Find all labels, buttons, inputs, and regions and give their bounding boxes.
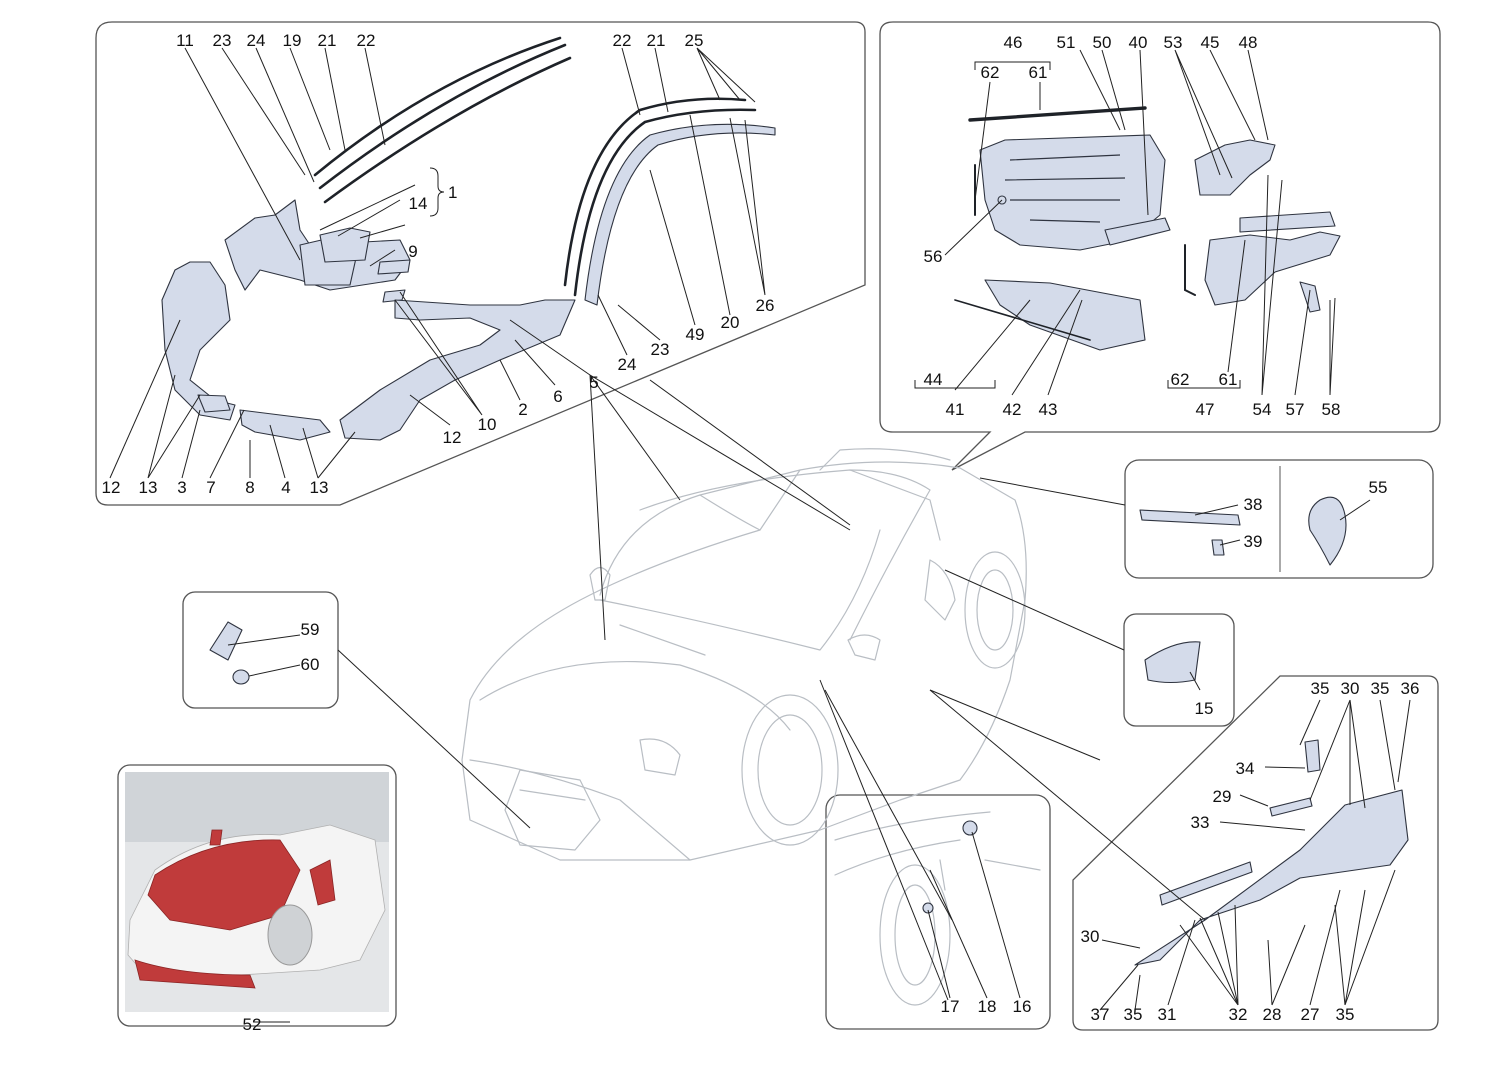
panel-sill <box>1072 675 1439 1031</box>
label-53: 53 <box>1164 33 1183 52</box>
label-54: 54 <box>1253 400 1272 419</box>
label-12: 12 <box>102 478 121 497</box>
label-61: 61 <box>1029 63 1048 82</box>
label-28: 28 <box>1263 1005 1282 1024</box>
label-62: 62 <box>981 63 1000 82</box>
label-11: 11 <box>176 31 194 50</box>
badge-parts <box>209 621 250 685</box>
label-7: 7 <box>206 478 215 497</box>
label-25: 25 <box>685 31 704 50</box>
panel-badge <box>182 591 339 709</box>
front-compartment-lining <box>161 199 576 441</box>
label-31: 31 <box>1158 1005 1177 1024</box>
label-24b: 24 <box>618 355 637 374</box>
label-45: 45 <box>1201 33 1220 52</box>
label-16: 16 <box>1013 997 1032 1016</box>
label-59: 59 <box>301 620 320 639</box>
label-33: 33 <box>1191 813 1210 832</box>
panel-door <box>825 794 1051 1030</box>
label-15: 15 <box>1195 699 1214 718</box>
label-22: 22 <box>357 31 376 50</box>
label-23: 23 <box>213 31 232 50</box>
label-26: 26 <box>756 296 775 315</box>
label-48: 48 <box>1239 33 1258 52</box>
label-34: 34 <box>1236 759 1255 778</box>
callout-labels: 11 23 24 19 21 22 22 21 25 1 14 9 10 2 6… <box>102 31 1420 1034</box>
label-9: 9 <box>408 242 417 261</box>
label-51: 51 <box>1057 33 1076 52</box>
brackets <box>429 61 1241 389</box>
label-19: 19 <box>283 31 302 50</box>
label-30: 30 <box>1341 679 1360 698</box>
label-6: 6 <box>553 387 562 406</box>
label-61b: 61 <box>1219 370 1238 389</box>
label-52: 52 <box>243 1015 262 1034</box>
label-21b: 21 <box>647 31 666 50</box>
label-14: 14 <box>409 194 428 213</box>
label-4: 4 <box>281 478 290 497</box>
label-47: 47 <box>1196 400 1215 419</box>
label-21: 21 <box>318 31 337 50</box>
label-62b: 62 <box>1171 370 1190 389</box>
label-35c: 35 <box>1124 1005 1143 1024</box>
label-44: 44 <box>924 370 943 389</box>
car-outline <box>461 448 1027 861</box>
label-32: 32 <box>1229 1005 1248 1024</box>
label-17: 17 <box>941 997 960 1016</box>
label-37: 37 <box>1091 1005 1110 1024</box>
label-55: 55 <box>1369 478 1388 497</box>
label-3: 3 <box>177 478 186 497</box>
label-5: 5 <box>589 373 598 392</box>
panel-top-left <box>95 21 866 506</box>
label-60: 60 <box>301 655 320 674</box>
windshield-trim-group <box>313 36 776 306</box>
label-23b: 23 <box>651 340 670 359</box>
label-58: 58 <box>1322 400 1341 419</box>
label-35d: 35 <box>1336 1005 1355 1024</box>
label-41: 41 <box>946 400 965 419</box>
label-22b: 22 <box>613 31 632 50</box>
label-10: 10 <box>478 415 497 434</box>
label-20: 20 <box>721 313 740 332</box>
label-56: 56 <box>924 247 943 266</box>
label-13b: 13 <box>310 478 329 497</box>
label-43: 43 <box>1039 400 1058 419</box>
label-18: 18 <box>978 997 997 1016</box>
label-2: 2 <box>518 400 527 419</box>
label-50: 50 <box>1093 33 1112 52</box>
emblem-parts <box>1139 496 1347 566</box>
label-8: 8 <box>245 478 254 497</box>
label-49: 49 <box>686 325 705 344</box>
label-1: 1 <box>448 183 457 202</box>
label-24: 24 <box>247 31 266 50</box>
label-27: 27 <box>1301 1005 1320 1024</box>
label-35: 35 <box>1311 679 1330 698</box>
label-12b: 12 <box>443 428 462 447</box>
label-42: 42 <box>1003 400 1022 419</box>
label-13: 13 <box>139 478 158 497</box>
label-30b: 30 <box>1081 927 1100 946</box>
panel-emblem <box>1124 459 1434 579</box>
label-57: 57 <box>1286 400 1305 419</box>
reference-photo <box>125 772 389 1012</box>
label-39: 39 <box>1244 532 1263 551</box>
label-36: 36 <box>1401 679 1420 698</box>
label-40: 40 <box>1129 33 1148 52</box>
door-detail <box>834 811 1041 1006</box>
label-29: 29 <box>1213 787 1232 806</box>
leader-lines <box>109 47 1411 1023</box>
label-35b: 35 <box>1371 679 1390 698</box>
label-46: 46 <box>1004 33 1023 52</box>
label-38: 38 <box>1244 495 1263 514</box>
